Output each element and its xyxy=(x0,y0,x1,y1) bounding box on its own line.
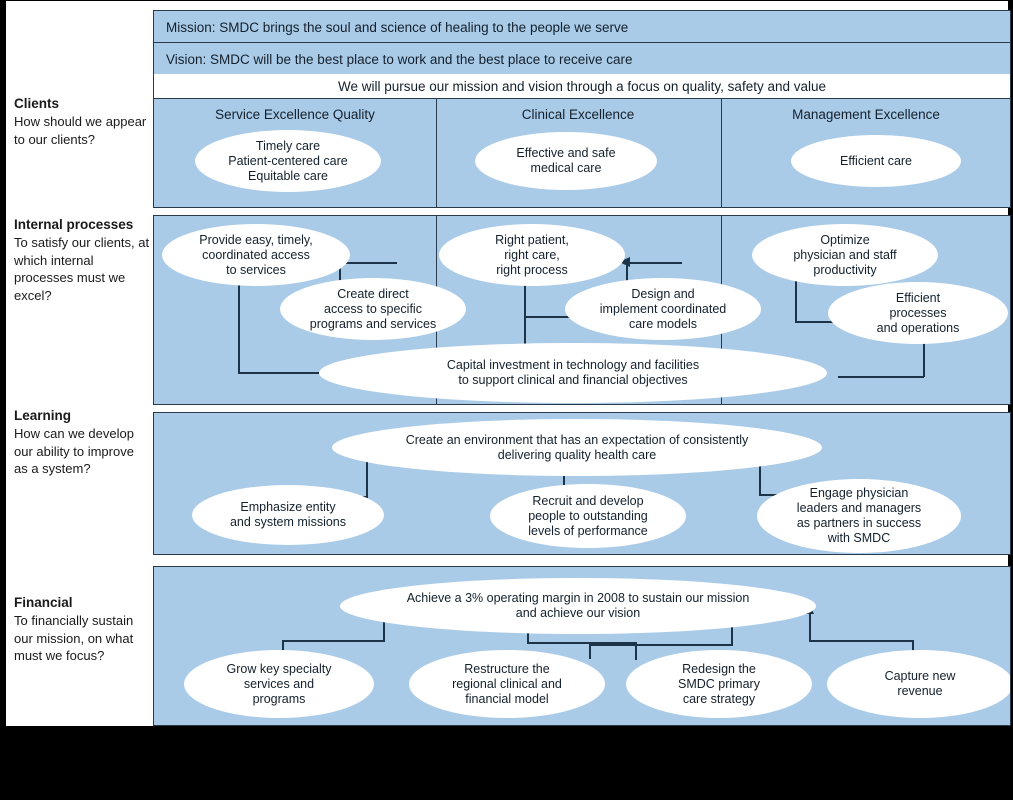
objective-oval[interactable]: Achieve a 3% operating margin in 2008 to… xyxy=(340,578,816,634)
mission-banner: Mission: SMDC brings the soul and scienc… xyxy=(153,10,1011,44)
perspective-title: Financial xyxy=(14,595,73,610)
column-header-management-excellence: Management Excellence xyxy=(792,107,940,122)
perspective-label-clients: Clients How should we appear to our clie… xyxy=(14,96,150,148)
column-header-service-excellence-quality: Service Excellence Quality xyxy=(215,107,375,122)
clients-panel: Service Excellence Quality Clinical Exce… xyxy=(153,98,1011,208)
perspective-label-financial: Financial To financially sustain our mis… xyxy=(14,595,150,665)
perspective-question: To financially sustain our mission, on w… xyxy=(14,613,134,663)
objective-text: Efficient care xyxy=(839,153,913,168)
mission-text: Mission: SMDC brings the soul and scienc… xyxy=(166,19,629,35)
connector-line xyxy=(524,316,596,318)
connector-line xyxy=(524,270,526,374)
connector-line xyxy=(589,644,733,646)
arrow-head xyxy=(619,256,630,267)
objective-text: Capital investment in technology and fac… xyxy=(446,358,700,387)
perspective-title: Clients xyxy=(14,96,60,111)
perspective-question: To satisfy our clients, at which interna… xyxy=(14,235,150,303)
objective-text: Achieve a 3% operating margin in 2008 to… xyxy=(406,591,750,620)
perspective-label-internal-processes: Internal processes To satisfy our client… xyxy=(14,217,150,304)
objective-oval[interactable]: Right patient,right care,right process xyxy=(439,224,625,286)
connector-line xyxy=(795,264,797,322)
connector-line xyxy=(383,607,385,641)
perspective-title: Learning xyxy=(14,408,72,423)
connector-line xyxy=(759,445,761,495)
perspective-label-learning: Learning How can we develop our ability … xyxy=(14,408,150,478)
connector-line xyxy=(809,640,914,642)
connector-line xyxy=(527,642,637,644)
objective-oval[interactable]: Capital investment in technology and fac… xyxy=(319,343,827,403)
connector-line xyxy=(626,262,682,264)
tagline-text: We will pursue our mission and vision th… xyxy=(337,79,827,94)
connector-line xyxy=(635,642,637,660)
perspective-question: How should we appear to our clients? xyxy=(14,114,147,147)
connector-line xyxy=(366,445,368,497)
column-divider xyxy=(436,99,437,207)
connector-line xyxy=(238,372,350,374)
tagline-banner: We will pursue our mission and vision th… xyxy=(153,74,1011,99)
connector-line xyxy=(589,644,591,659)
vision-banner: Vision: SMDC will be the best place to w… xyxy=(153,42,1011,76)
perspective-title: Internal processes xyxy=(14,217,134,232)
objective-oval[interactable]: Create an environment that has an expect… xyxy=(332,419,822,476)
perspective-question: How can we develop our ability to improv… xyxy=(14,426,134,476)
financial-panel: Achieve a 3% operating margin in 2008 to… xyxy=(153,566,1011,726)
connector-line xyxy=(795,321,851,323)
objective-text: Right patient,right care,right process xyxy=(495,232,569,277)
connector-line xyxy=(809,613,811,641)
column-divider xyxy=(721,99,722,207)
learning-panel: Create an environment that has an expect… xyxy=(153,412,1011,555)
connector-line xyxy=(282,640,385,642)
objective-oval[interactable]: Efficient care xyxy=(791,135,961,187)
strategy-map-sheet: Mission: SMDC brings the soul and scienc… xyxy=(5,0,1011,727)
connector-line xyxy=(339,262,397,264)
connector-line xyxy=(838,376,924,378)
vision-text: Vision: SMDC will be the best place to w… xyxy=(166,51,633,67)
connector-line xyxy=(923,335,925,377)
column-header-clinical-excellence: Clinical Excellence xyxy=(521,107,635,122)
objective-text: Create an environment that has an expect… xyxy=(405,432,749,462)
connector-line xyxy=(238,269,240,373)
